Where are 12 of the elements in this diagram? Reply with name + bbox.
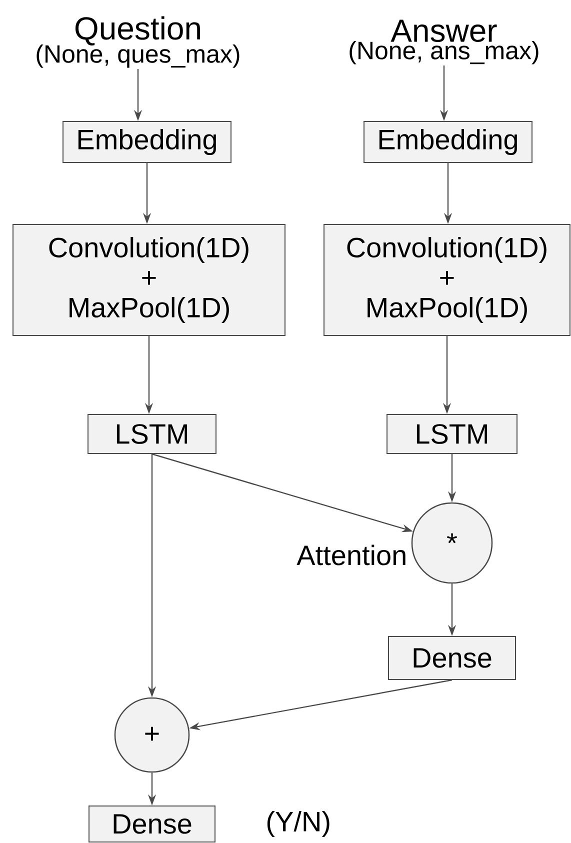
layer-box: LSTM [88, 414, 216, 454]
input-label: Question (None, ques_max) [36, 16, 240, 68]
layer-box: Dense [88, 806, 216, 842]
side-label: Attention [296, 544, 406, 566]
input-label: Answer (None, ans_max) [350, 20, 538, 64]
layer-box: Embedding [364, 121, 532, 163]
layer-box: Convolution(1D) + MaxPool(1D) [324, 224, 570, 336]
layer-box: Convolution(1D) + MaxPool(1D) [12, 224, 286, 336]
side-label: (Y/N) [267, 810, 330, 838]
layer-box: Dense [388, 636, 516, 680]
layer-box: Embedding [62, 121, 232, 163]
layer-box: LSTM [386, 414, 518, 454]
